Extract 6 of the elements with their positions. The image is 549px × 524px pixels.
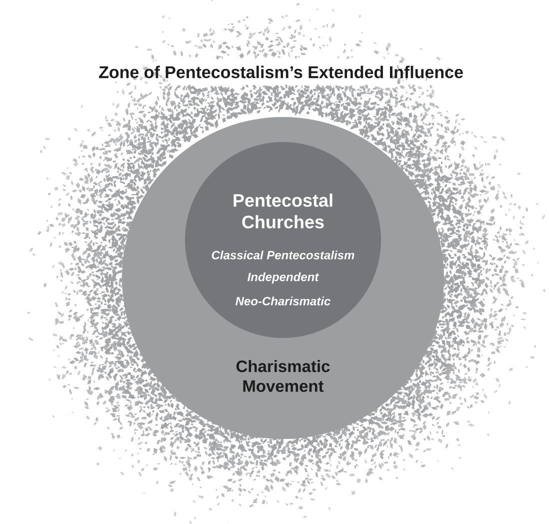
list-item: Classical Pentecostalism [212, 250, 354, 260]
list-item: Neo-Charismatic [236, 296, 330, 306]
list-item: Independent [248, 272, 320, 284]
zone-title: Zone of Pentecostalism’s Extended Influence [99, 66, 463, 78]
circle-label: Charismatic Movement [236, 360, 330, 392]
circle-heading: Pentecostal Churches [234, 194, 332, 228]
